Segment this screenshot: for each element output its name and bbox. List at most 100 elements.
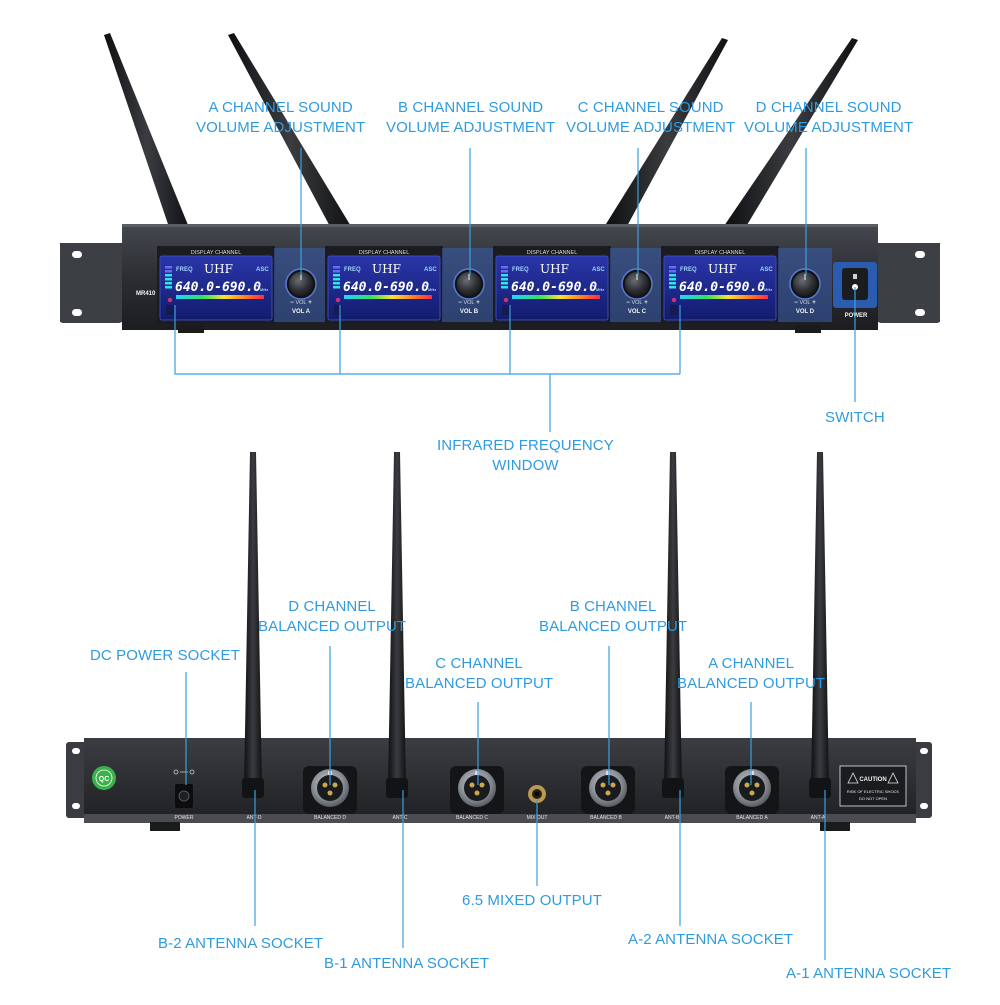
rf-meter [176, 295, 264, 299]
lcd-display [327, 255, 441, 321]
infrared-window [671, 297, 677, 303]
svg-text:DO NOT OPEN: DO NOT OPEN [859, 796, 887, 801]
display-header: DISPLAY CHANNEL [695, 250, 746, 256]
front-antennas [104, 33, 858, 236]
front-antenna-d [724, 38, 858, 230]
rf-meter [344, 295, 432, 299]
lcd-band: UHF [540, 262, 569, 276]
rear-port-label: BALANCED A [736, 815, 768, 821]
infrared-window [503, 297, 509, 303]
svg-text:CAUTION: CAUTION [859, 777, 886, 783]
lcd-unit: MHz [596, 287, 604, 292]
callout-a2-antenna: A-2 ANTENNA SOCKET [628, 931, 794, 948]
rear-port-label: BALANCED C [456, 815, 488, 821]
svg-text:−: − [458, 300, 462, 306]
svg-text:+: + [644, 300, 648, 306]
lcd-unit: MHz [764, 287, 772, 292]
display-header: DISPLAY CHANNEL [359, 250, 410, 256]
lcd-freq-label: FREQ [512, 267, 529, 273]
caution-label: CAUTION RISK OF ELECTRIC SHOCK DO NOT OP… [839, 765, 907, 807]
lcd-band: UHF [708, 262, 737, 276]
front-antenna-b [228, 33, 352, 234]
rear-port-label: BALANCED D [314, 815, 346, 821]
lcd-asc: ASC [256, 267, 269, 273]
lcd-band: UHF [372, 262, 401, 276]
xlr-output-4[interactable] [725, 766, 779, 814]
model-label: MR410 [136, 291, 156, 297]
antenna-ant-b [662, 452, 684, 798]
lcd-unit: MHz [260, 287, 268, 292]
lcd-range: 640.0-690.0 [343, 280, 429, 295]
left-rack-ear [60, 243, 122, 323]
rack-hole [915, 309, 925, 316]
front-antenna-a [104, 33, 190, 236]
xlr-output-3[interactable] [581, 766, 635, 814]
antenna-ant-a [809, 452, 831, 798]
lcd-freq-label: FREQ [176, 267, 193, 273]
svg-text:QC: QC [99, 776, 110, 783]
lcd-freq-label: FREQ [680, 267, 697, 273]
knob-vol-text: VOL [799, 300, 810, 306]
xlr-output-1[interactable] [303, 766, 357, 814]
infrared-window [167, 297, 173, 303]
lcd-asc: ASC [592, 267, 605, 273]
svg-text:RISK OF ELECTRIC SHOCK: RISK OF ELECTRIC SHOCK [847, 789, 900, 794]
rear-port-label: POWER [175, 815, 194, 821]
lcd-display [663, 255, 777, 321]
rack-hole [72, 309, 82, 316]
leader-lines [174, 148, 856, 960]
svg-text:+: + [308, 300, 312, 306]
rack-hole [72, 251, 82, 258]
right-rack-ear [878, 243, 940, 323]
rear-port-label: ANT-D [247, 815, 262, 821]
svg-text:−: − [626, 300, 630, 306]
front-antenna-c [606, 38, 728, 228]
lcd-range: 640.0-690.0 [679, 280, 765, 295]
knob-label: VOL D [796, 309, 815, 315]
rf-meter [680, 295, 768, 299]
lcd-asc: ASC [424, 267, 437, 273]
antenna-ant-d [242, 452, 264, 798]
lcd-range: 640.0-690.0 [175, 280, 261, 295]
qc-sticker: QC [92, 766, 116, 790]
callout-b2-antenna: B-2 ANTENNA SOCKET [158, 935, 324, 952]
lcd-range: 640.0-690.0 [511, 280, 597, 295]
volume-knob-4[interactable]: − +VOL VOL D [778, 248, 832, 322]
callout-dc-power: DC POWER SOCKET [90, 647, 240, 664]
rf-meter [512, 295, 600, 299]
callout-mixed-output: 6.5 MIXED OUTPUT [462, 892, 602, 909]
callout-b1-antenna: B-1 ANTENNA SOCKET [324, 955, 490, 972]
xlr-output-2[interactable] [450, 766, 504, 814]
lcd-freq-label: FREQ [344, 267, 361, 273]
power-label: POWER [845, 313, 868, 319]
knob-vol-text: VOL [463, 300, 474, 306]
display-header: DISPLAY CHANNEL [527, 250, 578, 256]
svg-text:−: − [794, 300, 798, 306]
mix-out-jack[interactable] [528, 785, 546, 803]
rear-port-label: ANT-A [811, 815, 826, 821]
display-header: DISPLAY CHANNEL [191, 250, 242, 256]
dc-power-socket[interactable] [173, 769, 195, 808]
lcd-band: UHF [204, 262, 233, 276]
rear-antennas [242, 452, 831, 798]
lcd-unit: MHz [428, 287, 436, 292]
knob-vol-text: VOL [295, 300, 306, 306]
lcd-display [495, 255, 609, 321]
power-switch[interactable]: POWER [833, 262, 877, 319]
svg-text:+: + [812, 300, 816, 306]
